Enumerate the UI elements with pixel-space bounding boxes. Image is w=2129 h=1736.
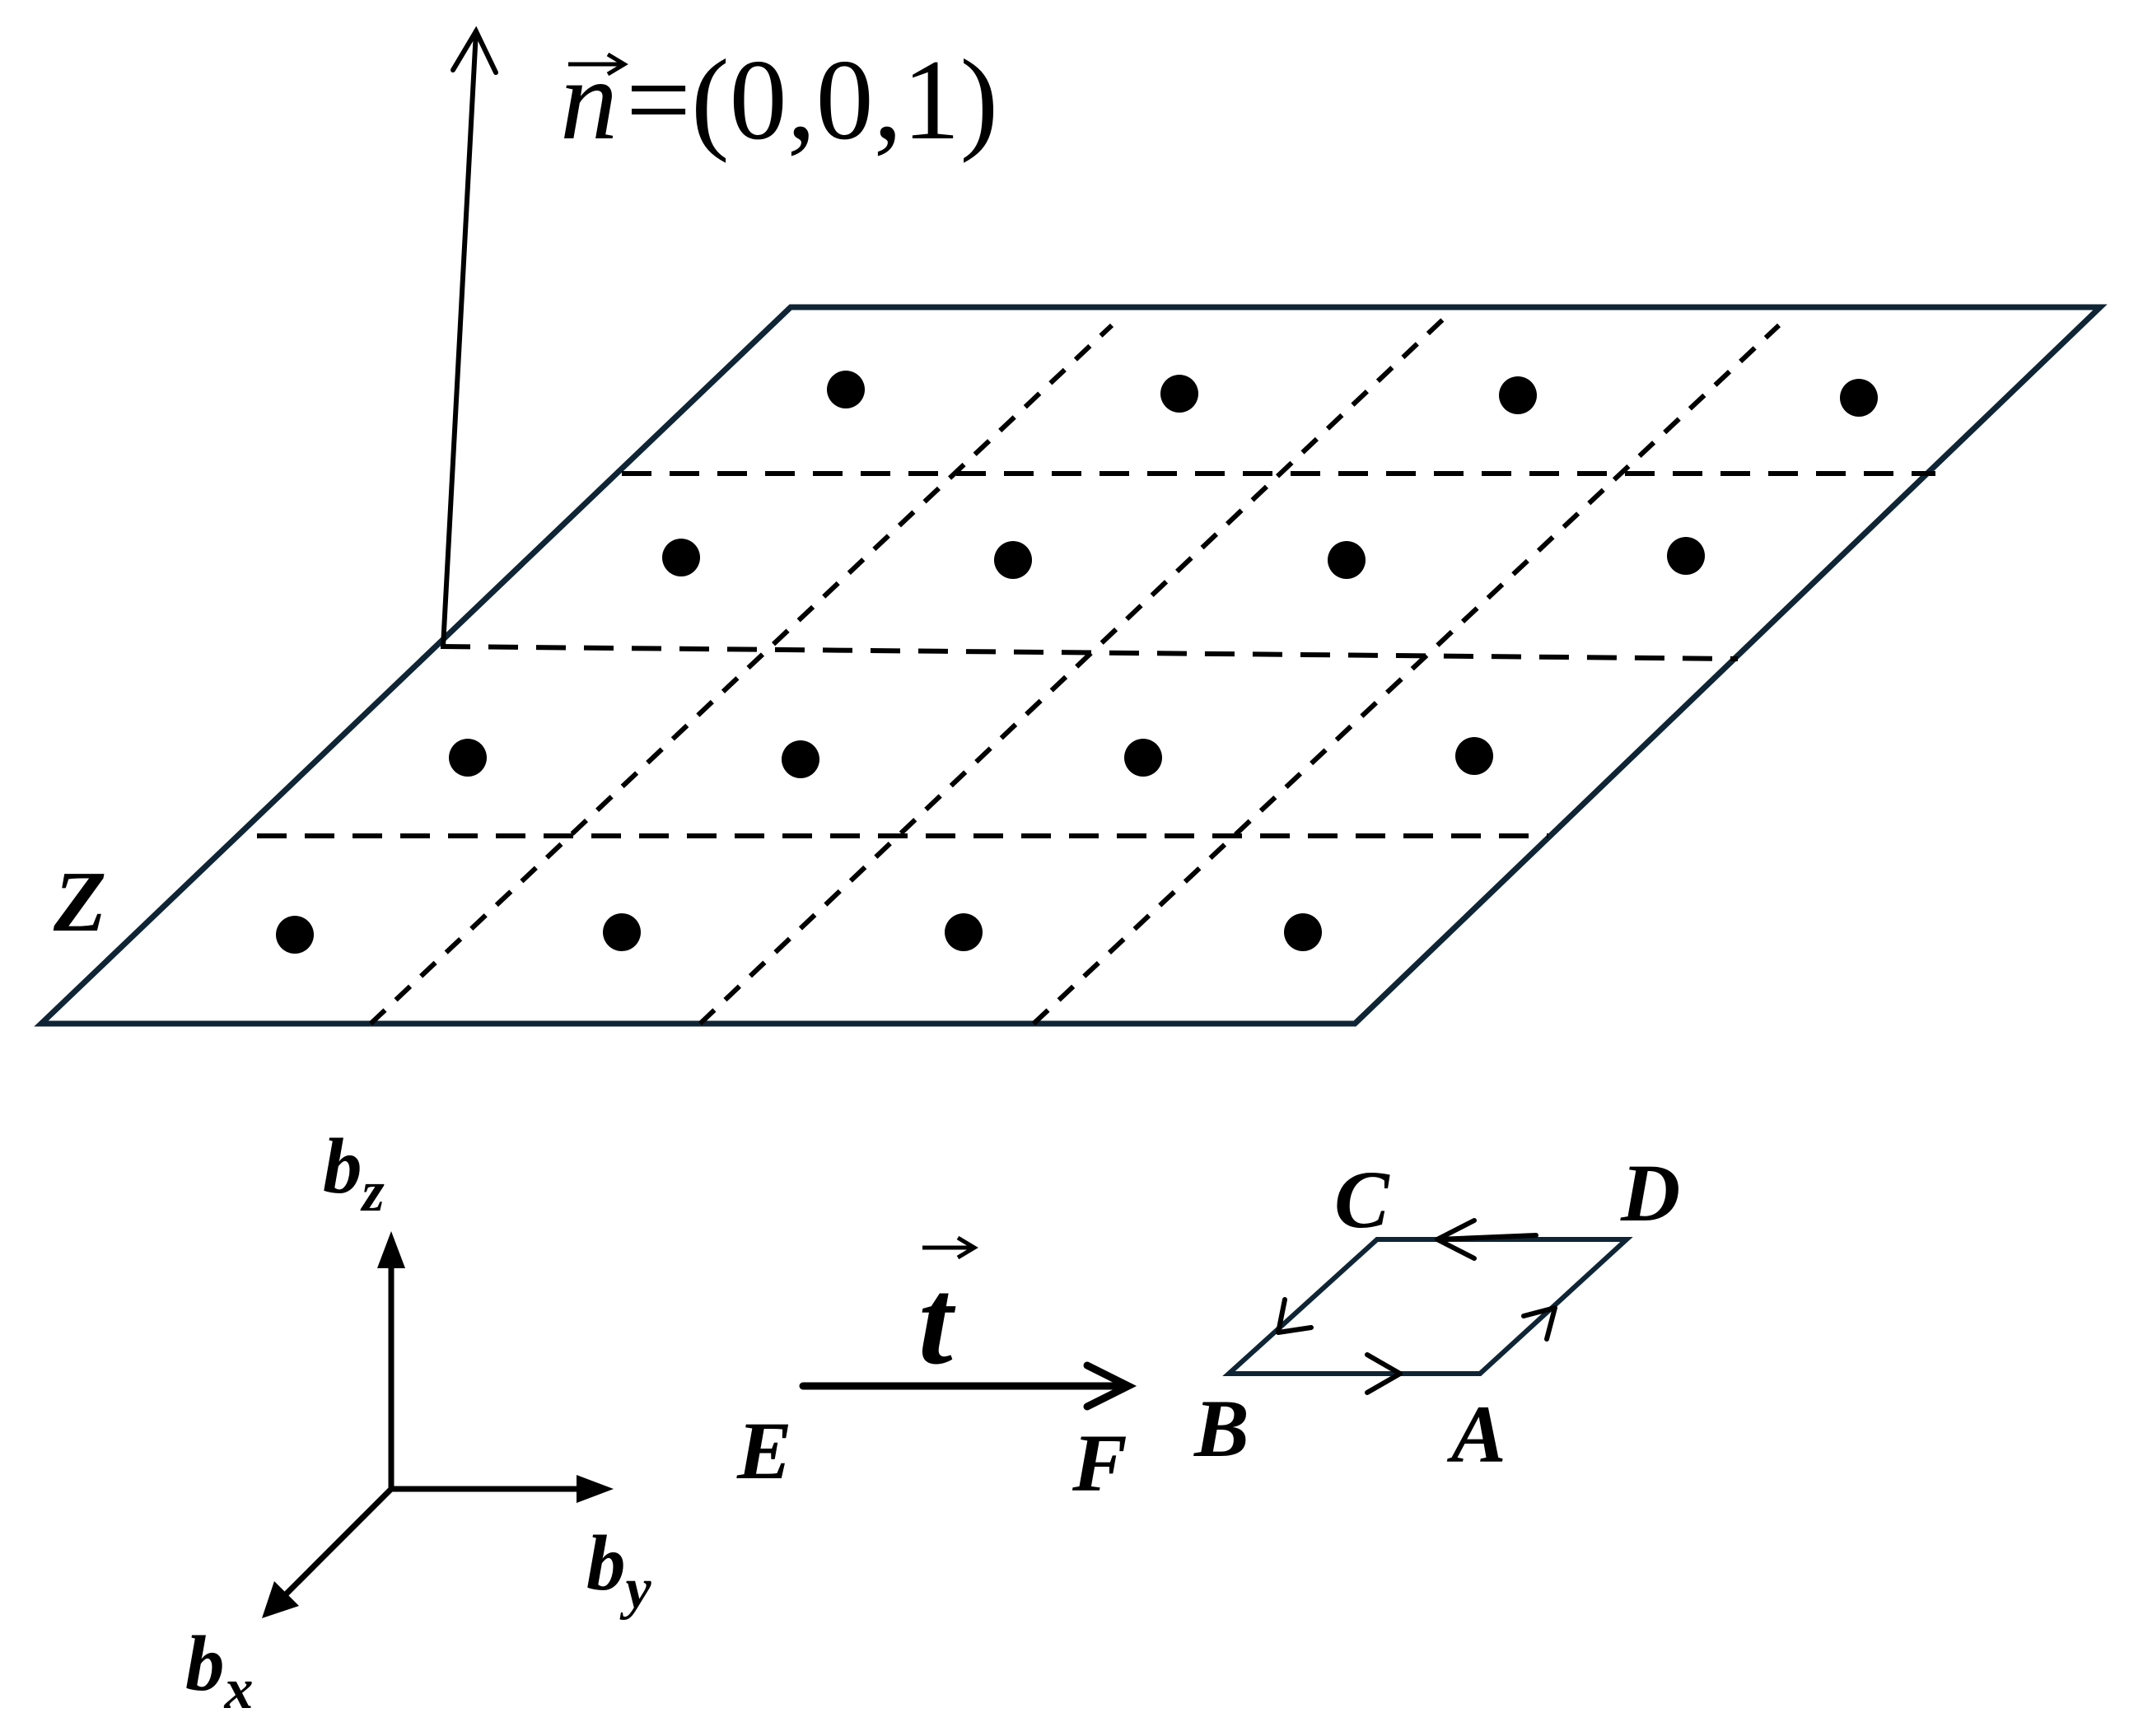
translation-vector-arrow <box>799 1361 1137 1411</box>
axes <box>262 1231 614 1618</box>
point-c-label: C <box>1334 1154 1390 1245</box>
axis-bz-label: bz <box>323 1122 385 1224</box>
slanted-cell-boundaries <box>368 315 1781 1026</box>
point-b-label: B <box>1193 1383 1249 1474</box>
lattice-point <box>603 913 641 951</box>
translation-vector-accent <box>922 1235 978 1260</box>
lattice-point <box>276 916 314 954</box>
normal-vector-arrow-accent <box>568 52 628 77</box>
axis-by-base: b <box>586 1519 626 1607</box>
axis-by-arrowhead <box>577 1475 614 1503</box>
arrow-a-to-d <box>1521 1305 1557 1342</box>
column-boundary-1 <box>368 323 1114 1026</box>
axis-by-label: by <box>586 1519 652 1621</box>
lattice-plane <box>34 304 2108 1027</box>
lattice-point <box>1840 379 1878 417</box>
translation-vector-symbol: t <box>918 1253 956 1390</box>
normal-arrow-head <box>451 26 498 75</box>
translation-arrow-head <box>1083 1361 1137 1411</box>
axis-bx-base: b <box>185 1620 225 1707</box>
axis-bz-subscript: z <box>361 1160 385 1224</box>
horizontal-cell-boundaries <box>257 471 1935 838</box>
point-f-label: F <box>1072 1417 1128 1509</box>
arrow-d-to-c-stem <box>1435 1233 1538 1242</box>
point-d-label: D <box>1620 1147 1680 1239</box>
translation-vector-label: t <box>918 1235 978 1390</box>
axis-bx-label: bx <box>185 1620 254 1721</box>
lattice-points <box>276 371 1878 954</box>
lattice-point <box>1667 537 1705 575</box>
plane-label: Z <box>53 853 106 950</box>
column-boundary-2 <box>698 315 1448 1026</box>
arrow-c-to-b <box>1276 1297 1314 1335</box>
loop-parallelogram <box>1222 1237 1633 1376</box>
lattice-point <box>1328 541 1366 579</box>
lattice-point <box>1284 913 1322 951</box>
point-e-label: E <box>736 1405 792 1496</box>
normal-vector-symbol: n <box>560 36 618 164</box>
lattice-point <box>1160 375 1198 413</box>
normal-vector-arrow <box>441 26 498 649</box>
lattice-point <box>782 740 819 778</box>
normal-vector-label: n =(0,0,1) <box>560 36 998 164</box>
lattice-point <box>662 539 700 576</box>
lattice-point <box>827 371 865 408</box>
loop-direction-arrows <box>1276 1218 1557 1395</box>
axis-bx-arrowhead <box>262 1581 299 1618</box>
lattice-point <box>1455 737 1493 775</box>
point-a-label: A <box>1446 1388 1506 1480</box>
arrow-b-to-a <box>1365 1352 1403 1395</box>
lattice-point <box>1499 376 1537 414</box>
axis-bx-subscript: x <box>224 1658 254 1721</box>
column-boundary-3 <box>1031 323 1781 1026</box>
lattice-point <box>945 913 983 951</box>
normal-vector-value: =(0,0,1) <box>626 36 998 164</box>
axis-bz-base: b <box>323 1122 362 1210</box>
lattice-point <box>994 541 1032 579</box>
axis-bz-arrowhead <box>377 1231 405 1268</box>
axis-bx-line <box>282 1486 394 1598</box>
axis-by-subscript: y <box>620 1557 652 1621</box>
lattice-point <box>449 739 487 777</box>
lattice-point <box>1124 739 1162 777</box>
